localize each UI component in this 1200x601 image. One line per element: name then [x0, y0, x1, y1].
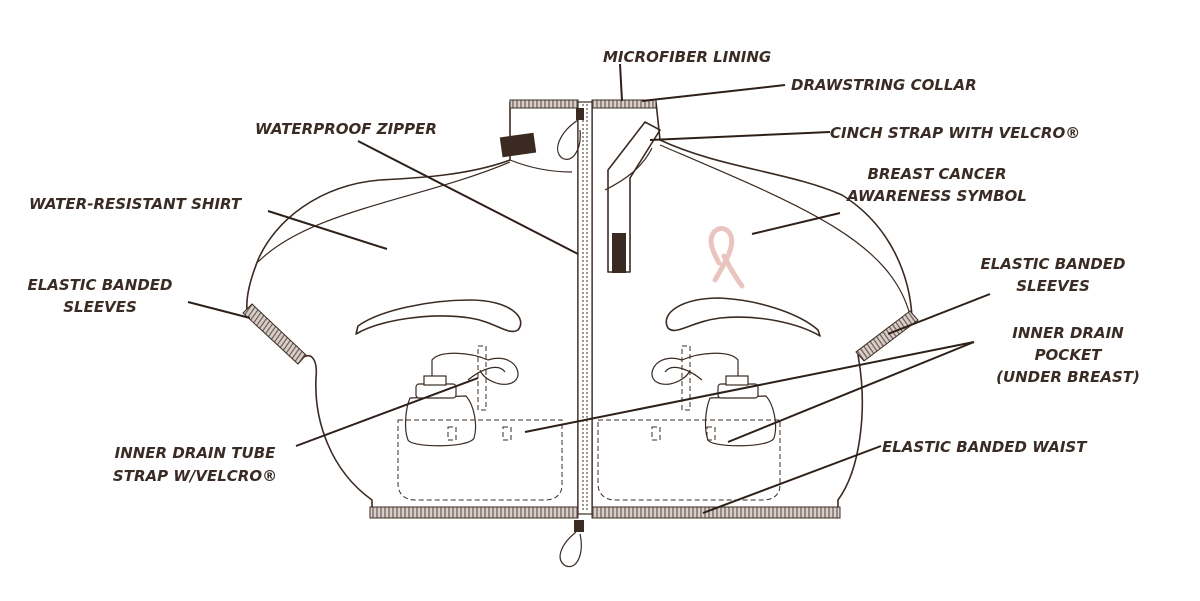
label-elastic-sleeves-left-1: ELASTIC BANDED: [27, 276, 172, 294]
label-inner-drain-tube-2: STRAP W/VELCRO®: [113, 467, 277, 485]
label-breast-cancer-1: BREAST CANCER: [867, 165, 1006, 183]
drain-tube-strap-left: [477, 345, 487, 411]
cinch-strap: [607, 121, 661, 273]
right-sleeve-band: [855, 310, 919, 362]
label-cinch-strap: CINCH STRAP WITH VELCRO®: [830, 124, 1080, 142]
label-elastic-sleeves-right-2: SLEEVES: [1016, 277, 1090, 295]
label-inner-drain-pocket-3: (UNDER BREAST): [996, 368, 1140, 386]
inner-drain-pocket-right: [597, 419, 781, 501]
label-inner-drain-tube-1: INNER DRAIN TUBE: [115, 444, 277, 462]
shirt-right-half: [591, 101, 913, 509]
drain-bottle-icon: [651, 352, 777, 447]
left-sleeve-band: [242, 303, 307, 365]
label-waterproof-zipper: WATERPROOF ZIPPER: [255, 120, 437, 138]
label-elastic-sleeves-left-2: SLEEVES: [63, 298, 137, 316]
diagram-labels: MICROFIBER LINING DRAWSTRING COLLAR WATE…: [27, 48, 1139, 485]
elastic-waist-band: [369, 506, 579, 519]
label-water-resistant-shirt: WATER-RESISTANT SHIRT: [29, 195, 243, 213]
label-inner-drain-pocket-2: POCKET: [1035, 346, 1104, 364]
drain-tube-strap-right: [681, 345, 691, 411]
inner-drain-pocket-left: [397, 419, 563, 501]
label-breast-cancer-2: AWARENESS SYMBOL: [846, 187, 1027, 205]
label-elastic-waist: ELASTIC BANDED WAIST: [882, 438, 1088, 456]
drain-bottle-icon: [404, 352, 519, 447]
leader-lines: [187, 63, 991, 514]
waterproof-zipper: [557, 101, 593, 568]
awareness-ribbon-icon: [708, 226, 745, 289]
drawstring-collar-band: [509, 99, 579, 109]
label-inner-drain-pocket-1: INNER DRAIN: [1012, 324, 1124, 342]
label-drawstring-collar: DRAWSTRING COLLAR: [791, 76, 977, 94]
label-microfiber-lining: MICROFIBER LINING: [603, 48, 771, 66]
shirt-left-half: [246, 101, 579, 509]
label-elastic-sleeves-right-1: ELASTIC BANDED: [980, 255, 1125, 273]
shirt-body: [246, 101, 913, 509]
collar-velcro-patch: [499, 132, 537, 158]
